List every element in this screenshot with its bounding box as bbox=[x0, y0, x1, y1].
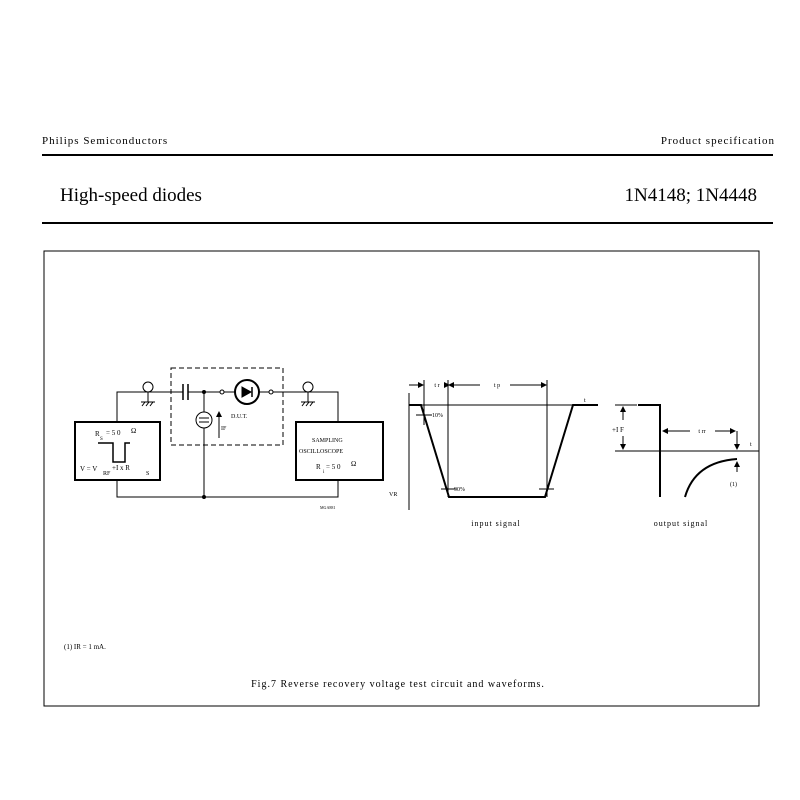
page-title: High-speed diodes bbox=[60, 185, 202, 206]
ground-icon bbox=[301, 381, 315, 407]
scope-label-2: OSCILLOSCOPE bbox=[299, 449, 343, 455]
ninety-percent-label: 90% bbox=[454, 487, 465, 493]
ri-value: = 5 0 bbox=[326, 463, 341, 471]
trr-label: t rr bbox=[698, 429, 705, 435]
output-signal-label: output signal bbox=[654, 519, 709, 528]
v-label: V = V bbox=[80, 465, 97, 473]
figure-frame bbox=[43, 250, 760, 707]
tr-label: t r bbox=[434, 383, 439, 389]
if-label: IF bbox=[221, 426, 227, 432]
output-waveform bbox=[615, 404, 759, 498]
input-waveform bbox=[408, 380, 598, 510]
pulse-icon bbox=[98, 442, 130, 463]
oscilloscope-box bbox=[295, 421, 384, 481]
figure-code: MGA881 bbox=[320, 505, 335, 510]
figure-caption: Fig.7 Reverse recovery voltage test circ… bbox=[251, 679, 545, 690]
ohm-symbol: Ω bbox=[131, 427, 136, 435]
v-rest: +I x R bbox=[112, 464, 130, 472]
v-rest-sub: S bbox=[146, 471, 149, 477]
rs-label: R bbox=[95, 430, 100, 438]
diode-icon bbox=[234, 379, 260, 405]
vr-label: VR bbox=[389, 492, 397, 498]
ground-icon bbox=[141, 381, 155, 407]
ohm-symbol: Ω bbox=[351, 460, 356, 468]
footnote: (1) IR = 1 mA. bbox=[64, 643, 106, 651]
scope-label-1: SAMPLING bbox=[312, 438, 343, 444]
company-name: Philips Semiconductors bbox=[42, 135, 168, 147]
time-axis-label: t bbox=[584, 398, 586, 404]
input-signal-label: input signal bbox=[471, 519, 521, 528]
ten-percent-label: 10% bbox=[432, 413, 443, 419]
current-source-icon bbox=[195, 411, 213, 429]
time-axis-label: t bbox=[750, 442, 752, 448]
dut-label: D.U.T. bbox=[231, 414, 248, 420]
ri-label: R bbox=[316, 463, 321, 471]
ri-sub: i bbox=[323, 470, 325, 475]
test-circuit bbox=[74, 367, 384, 499]
part-numbers: 1N4148; 1N4448 bbox=[625, 185, 757, 206]
document-type: Product specification bbox=[661, 135, 775, 147]
if-amplitude-label: +I F bbox=[612, 426, 624, 434]
v-sub: RF bbox=[103, 471, 111, 477]
note-marker: (1) bbox=[730, 481, 737, 488]
rs-value: = 5 0 bbox=[106, 429, 121, 437]
pulse-generator-box bbox=[74, 421, 161, 481]
dut-boundary bbox=[170, 367, 284, 446]
tp-label: t p bbox=[494, 383, 500, 389]
rs-sub: S bbox=[100, 437, 103, 442]
